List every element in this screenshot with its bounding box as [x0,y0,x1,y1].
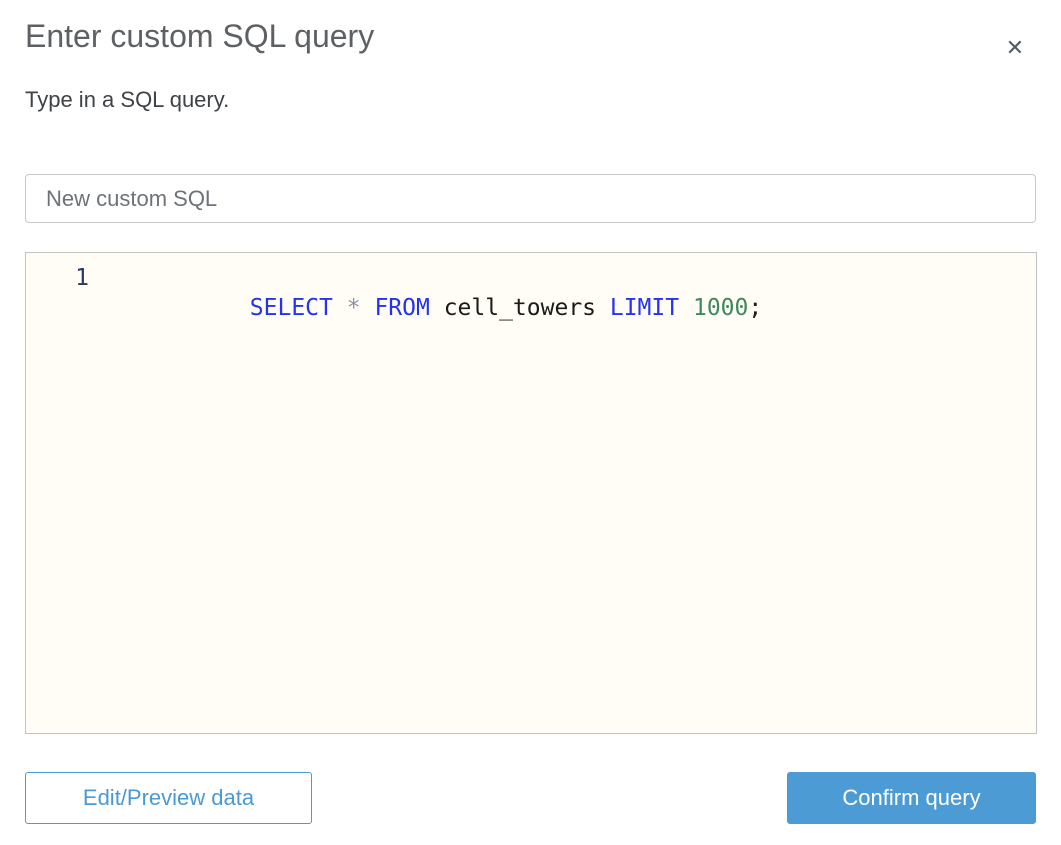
editor-gutter: 1 [26,263,89,733]
close-button[interactable]: ✕ [999,32,1031,64]
sql-code-line: SELECT * FROM cell_towers LIMIT 1000; [139,263,1036,353]
sql-token-keyword: FROM [374,295,430,321]
sql-token-keyword: SELECT [249,295,333,321]
sql-token-semicolon: ; [748,295,763,321]
sql-token-star: * [346,295,361,321]
custom-sql-dialog: Enter custom SQL query ✕ Type in a SQL q… [0,16,1061,845]
dialog-title: Enter custom SQL query [25,18,375,54]
sql-token-number: 1000 [692,295,749,321]
line-number: 1 [75,265,89,291]
sql-token-space [679,295,693,321]
sql-token-identifier: cell_towers [429,295,610,321]
sql-editor[interactable]: 1 SELECT * FROM cell_towers LIMIT 1000; [25,252,1037,734]
confirm-query-button[interactable]: Confirm query [787,772,1036,824]
dialog-footer: Edit/Preview data Confirm query [25,772,1036,824]
edit-preview-data-button[interactable]: Edit/Preview data [25,772,312,824]
sql-token-space [361,295,375,321]
query-name-input[interactable] [25,174,1036,223]
dialog-subtitle: Type in a SQL query. [25,87,230,112]
sql-token-keyword: LIMIT [609,295,680,321]
sql-token-space [333,295,347,321]
editor-content[interactable]: SELECT * FROM cell_towers LIMIT 1000; [89,263,1036,733]
close-icon: ✕ [1005,35,1025,60]
